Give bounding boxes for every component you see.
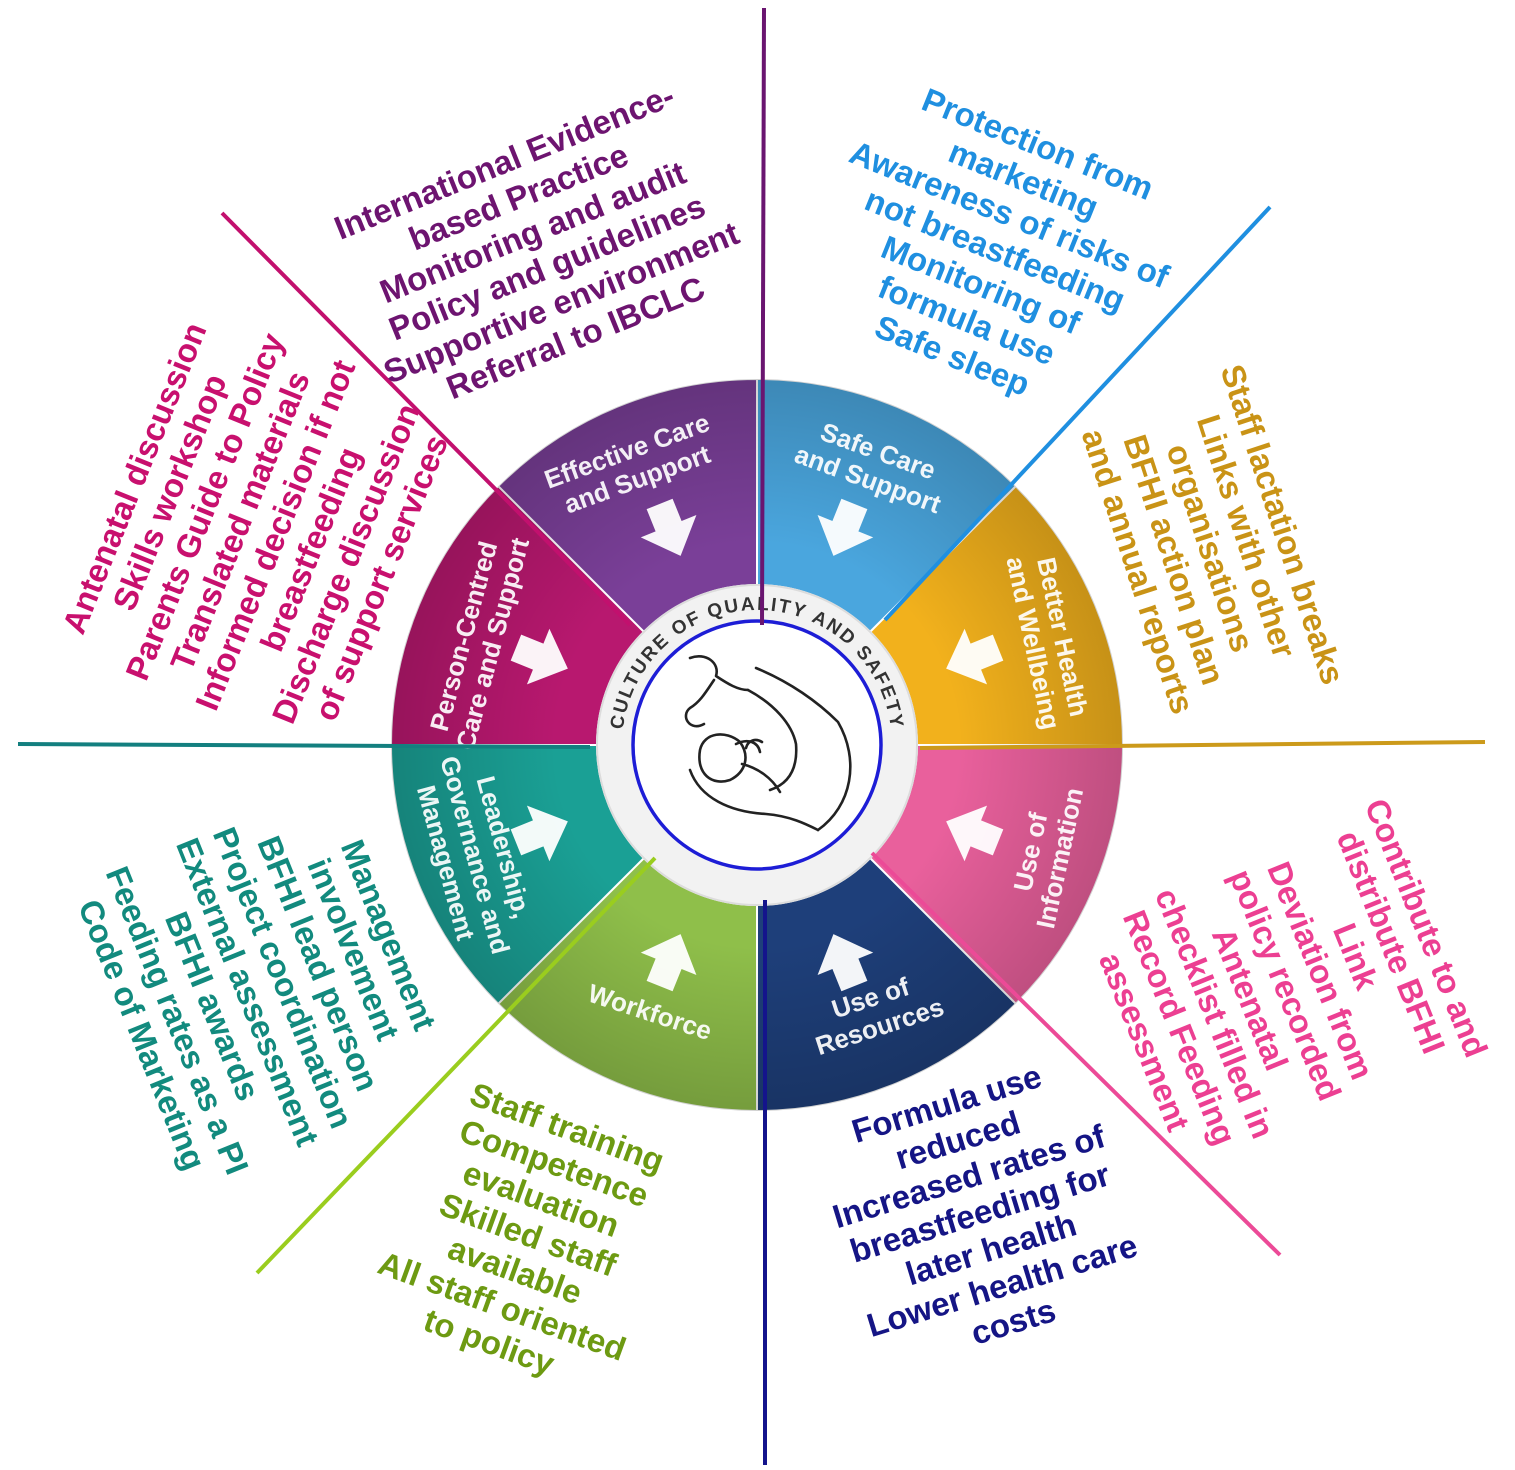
divider-line	[760, 7, 766, 626]
arrow-icon	[817, 934, 874, 992]
segment-label-leadership-governance-and-management: Leadership,Governance andManagement	[405, 745, 545, 965]
wheel-arrows	[510, 498, 1004, 992]
divider-line	[220, 211, 632, 627]
arrow-icon	[817, 498, 874, 556]
arrow-icon	[640, 498, 697, 556]
arrow-icon	[946, 628, 1004, 685]
divider-line	[17, 742, 591, 749]
arrow-icon	[510, 628, 568, 685]
divider-line	[883, 205, 1272, 622]
divider-lines	[17, 7, 1486, 1465]
divider-line	[919, 740, 1486, 750]
arrow-icon	[946, 805, 1004, 862]
breastfeeding-mother-icon	[684, 655, 852, 832]
divider-line	[870, 851, 1282, 1257]
divider-line	[255, 856, 657, 1275]
arrow-icon	[640, 934, 697, 992]
arrow-icon	[510, 805, 568, 862]
